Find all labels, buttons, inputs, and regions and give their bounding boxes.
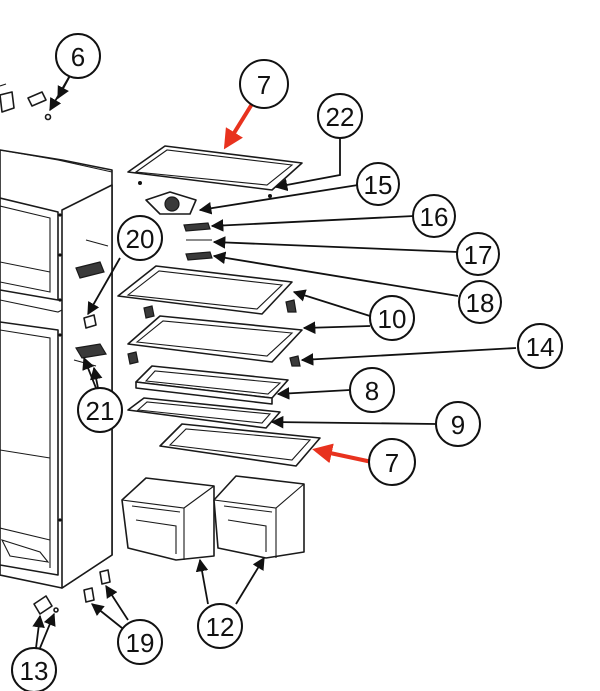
- callout-circle: [317, 93, 363, 139]
- callout-number: 8: [365, 376, 379, 406]
- callout-number: 18: [466, 288, 495, 318]
- callout-c8: 8: [349, 367, 395, 413]
- callout-c13: 13: [11, 647, 57, 691]
- callout-circle: [11, 647, 57, 691]
- crisper-drawer-right: [213, 475, 305, 559]
- callout-c6: 6: [55, 33, 101, 79]
- callout-number: 19: [126, 628, 155, 658]
- callout-number: 7: [257, 70, 271, 100]
- callout-circle: [55, 33, 101, 79]
- top-glass-cover: [127, 145, 303, 198]
- callout-number: 16: [420, 202, 449, 232]
- callout-number: 9: [451, 410, 465, 440]
- callout-circle: [435, 401, 481, 447]
- callout-circle: [117, 215, 163, 261]
- callout-circle: [369, 295, 415, 341]
- callout-circle: [349, 367, 395, 413]
- control-bracket: [185, 251, 213, 261]
- callout-c19: 19: [117, 619, 163, 665]
- crisper-glass-cover: [159, 423, 321, 467]
- callout-circle: [356, 162, 400, 206]
- callout-number: 14: [526, 332, 555, 362]
- callout-circle: [239, 59, 289, 109]
- callout-c22: 22: [317, 93, 363, 139]
- callout-c17: 17: [456, 232, 500, 276]
- callout-number: 10: [378, 304, 407, 334]
- callout-c7a: 7: [239, 59, 289, 109]
- callout-circle: [412, 194, 456, 238]
- crisper-frame: [135, 365, 289, 405]
- callout-c21: 21: [77, 387, 123, 433]
- crisper-lid-frame: [127, 397, 281, 429]
- callout-circle: [197, 603, 243, 649]
- callout-number: 20: [126, 224, 155, 254]
- callout-circle: [517, 323, 563, 369]
- callout-circle: [458, 280, 502, 324]
- highlight-arrows: [223, 102, 373, 464]
- control-knob: [183, 222, 211, 232]
- callout-number: 15: [364, 170, 393, 200]
- hinge-parts: [0, 83, 52, 121]
- callout-c7b: 7: [368, 438, 416, 486]
- callout-circle: [77, 387, 123, 433]
- leader-lines: [32, 71, 517, 649]
- callout-circle: [456, 232, 500, 276]
- callout-c10: 10: [369, 295, 415, 341]
- callout-number: 13: [20, 656, 49, 686]
- callout-c15: 15: [356, 162, 400, 206]
- callout-c18: 18: [458, 280, 502, 324]
- callout-number: 22: [326, 102, 355, 132]
- callout-number: 12: [206, 612, 235, 642]
- callout-number: 7: [385, 448, 399, 478]
- callout-number: 17: [464, 240, 493, 270]
- leveling-feet: [83, 569, 111, 603]
- callout-c16: 16: [412, 194, 456, 238]
- control-housing: [145, 191, 197, 215]
- callout-number: 21: [86, 396, 115, 426]
- refrigerator-cabinet: [0, 149, 113, 589]
- callout-circle: [368, 438, 416, 486]
- callout-c9: 9: [435, 401, 481, 447]
- callout-number: 6: [71, 42, 85, 72]
- callout-labels: 6 7 22 15 16 20 17 18 10 14 8 21 9 7 12 19 13: [11, 33, 563, 691]
- callout-circle: [117, 619, 163, 665]
- glass-shelf-upper: [117, 265, 297, 319]
- callout-c14: 14: [517, 323, 563, 369]
- crisper-drawer-left: [121, 477, 215, 561]
- callout-c12: 12: [197, 603, 243, 649]
- callout-c20: 20: [117, 215, 163, 261]
- glass-shelf-middle: [127, 315, 303, 367]
- hinge-plate: [33, 595, 59, 615]
